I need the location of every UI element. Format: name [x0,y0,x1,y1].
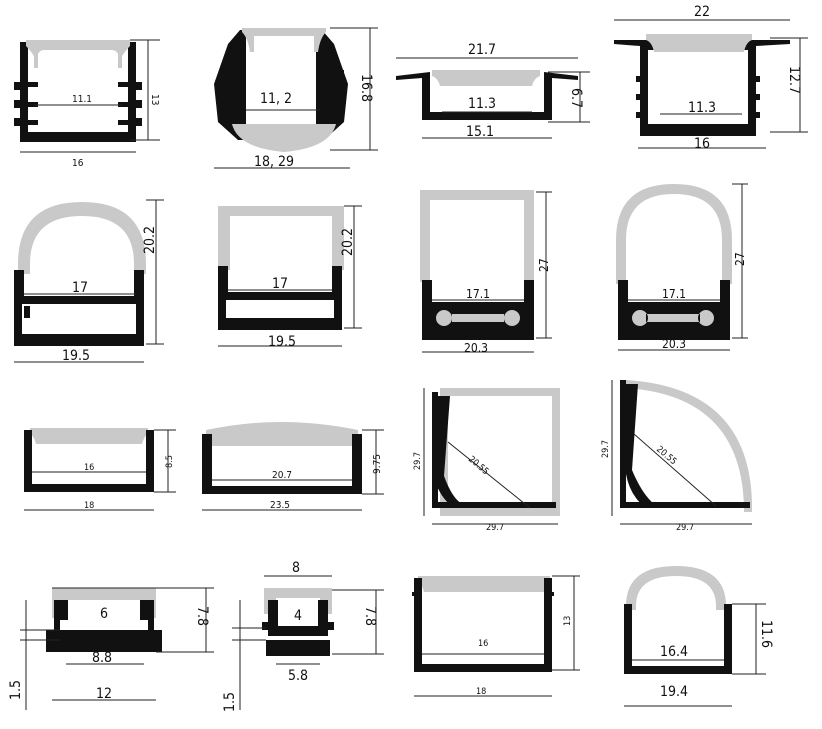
profile-8: 17.1 27 20.3 [616,183,748,351]
profile-2: 11, 2 16.8 18, 29 [214,27,378,170]
profile-1-dim-1: 11.1 [72,94,92,105]
profile-6-dim-3: 19.5 [268,334,296,350]
profile-7-dim-3: 20.3 [464,341,488,355]
profile-9-dim-3: 18 [84,501,94,511]
profile-16-dim-2: 11.6 [758,620,774,648]
profile-9-dim-2: 8.5 [165,455,175,468]
profile-8-dim-3: 20.3 [662,337,686,351]
profile-13: 6 7.8 8.8 12 1.5 [8,587,214,710]
profile-4-dim-4: 16 [694,136,710,152]
profile-4-dim-2: 11.3 [688,100,716,116]
profile-8-dim-1: 17.1 [662,287,686,301]
profile-10-dim-2: 9.75 [372,454,383,474]
profile-4-dim-1: 22 [694,4,710,20]
profile-2-dim-3: 18, 29 [254,154,294,170]
profile-13-dim-2: 7.8 [194,606,210,626]
profile-13-dim-1: 6 [100,606,108,622]
profile-7-dim-1: 17.1 [466,287,490,301]
profile-11-dim-2: 20.55 [466,455,490,478]
profile-1-dim-3: 16 [72,158,84,169]
profile-13-dim-3: 8.8 [92,650,112,666]
profile-3-dim-3: 6.7 [568,88,584,108]
profile-12: 29.7 20.55 29.7 [601,380,753,533]
profile-16-dim-3: 19.4 [660,684,688,700]
profile-2-dim-2: 16.8 [358,74,374,102]
profile-4: 22 11.3 12.7 16 [614,4,808,152]
profile-8-dim-2: 27 [733,252,747,266]
profile-5-dim-2: 20.2 [142,226,158,254]
profile-15: 16 13 18 [412,575,580,697]
profile-15-dim-2: 13 [563,616,573,626]
profile-10-dim-1: 20.7 [272,470,292,481]
profile-3-dim-4: 15.1 [466,124,494,140]
profile-14-dim-1: 8 [292,560,300,576]
profile-5-dim-3: 19.5 [62,348,90,364]
profile-15-dim-1: 16 [478,639,488,649]
profile-13-dim-4: 12 [96,686,112,702]
profile-3-dim-1: 21.7 [468,42,496,58]
profile-7: 17.1 27 20.3 [420,190,552,355]
profile-6-dim-2: 20.2 [340,228,356,256]
profile-12-dim-1: 29.7 [601,440,611,458]
profile-2-dim-1: 11, 2 [260,91,292,107]
profile-3: 21.7 11.3 6.7 15.1 [396,42,590,140]
profile-13-dim-5: 1.5 [8,680,24,700]
profile-11-dim-3: 29.7 [486,523,504,533]
profile-10: 20.7 9.75 23.5 [202,422,384,511]
profile-6: 17 20.2 19.5 [218,205,362,350]
profile-11-dim-1: 29.7 [413,452,423,470]
profile-12-dim-3: 29.7 [676,523,694,533]
profile-12-dim-2: 20.55 [654,445,678,468]
profile-16-dim-1: 16.4 [660,644,688,660]
profile-3-dim-2: 11.3 [468,96,496,112]
profile-1: 11.1 13 16 [14,39,160,169]
profile-14-dim-4: 5.8 [288,668,308,684]
profile-14: 8 4 7.8 5.8 1.5 [222,560,384,712]
profile-9: 16 8.5 18 [24,428,176,511]
profile-14-dim-5: 1.5 [222,692,238,712]
profile-7-dim-2: 27 [537,258,551,272]
profile-4-dim-3: 12.7 [786,66,802,94]
profile-10-dim-3: 23.5 [270,500,290,511]
profile-11: 29.7 20.55 29.7 [413,388,560,533]
profile-6-dim-1: 17 [272,276,288,292]
profile-5: 17 20.2 19.5 [14,199,164,364]
profile-15-dim-3: 18 [476,687,486,697]
profile-5-dim-1: 17 [72,280,88,296]
profile-14-dim-3: 7.8 [362,606,378,626]
profile-16: 16.4 11.6 19.4 [624,566,774,707]
profile-1-dim-2: 13 [149,94,160,105]
profile-14-dim-2: 4 [294,608,302,624]
profile-9-dim-1: 16 [84,463,94,473]
